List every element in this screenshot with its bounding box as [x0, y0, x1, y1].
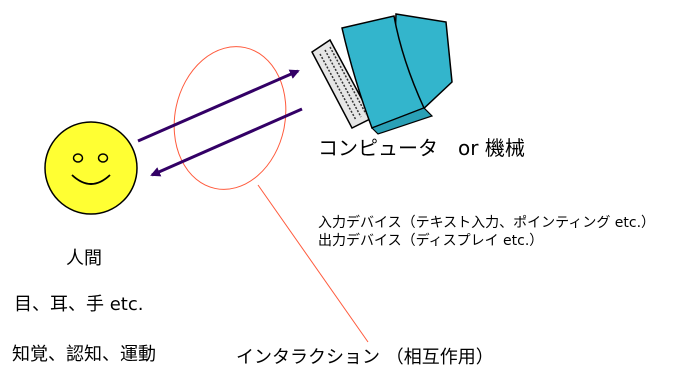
output-devices-label: 出力デバイス（ディスプレイ etc.）	[318, 233, 544, 249]
senses-label: 目、耳、手 etc.	[14, 294, 144, 315]
arrow-computer-to-human	[150, 107, 303, 177]
interaction-label: インタラクション （相互作用）	[236, 347, 494, 368]
input-devices-label: 入力デバイス（テキスト入力、ポインティング etc.）	[318, 215, 656, 231]
smiley-face-icon	[44, 121, 138, 215]
computer-label: コンピュータ or 機械	[318, 136, 525, 160]
interaction-ellipse	[173, 46, 287, 190]
human-label: 人間	[66, 248, 102, 269]
functions-label: 知覚、認知、運動	[12, 344, 156, 365]
computer-terminal-icon	[311, 13, 453, 135]
arrow-human-to-computer	[137, 69, 300, 143]
interaction-pointer-line	[257, 184, 369, 343]
